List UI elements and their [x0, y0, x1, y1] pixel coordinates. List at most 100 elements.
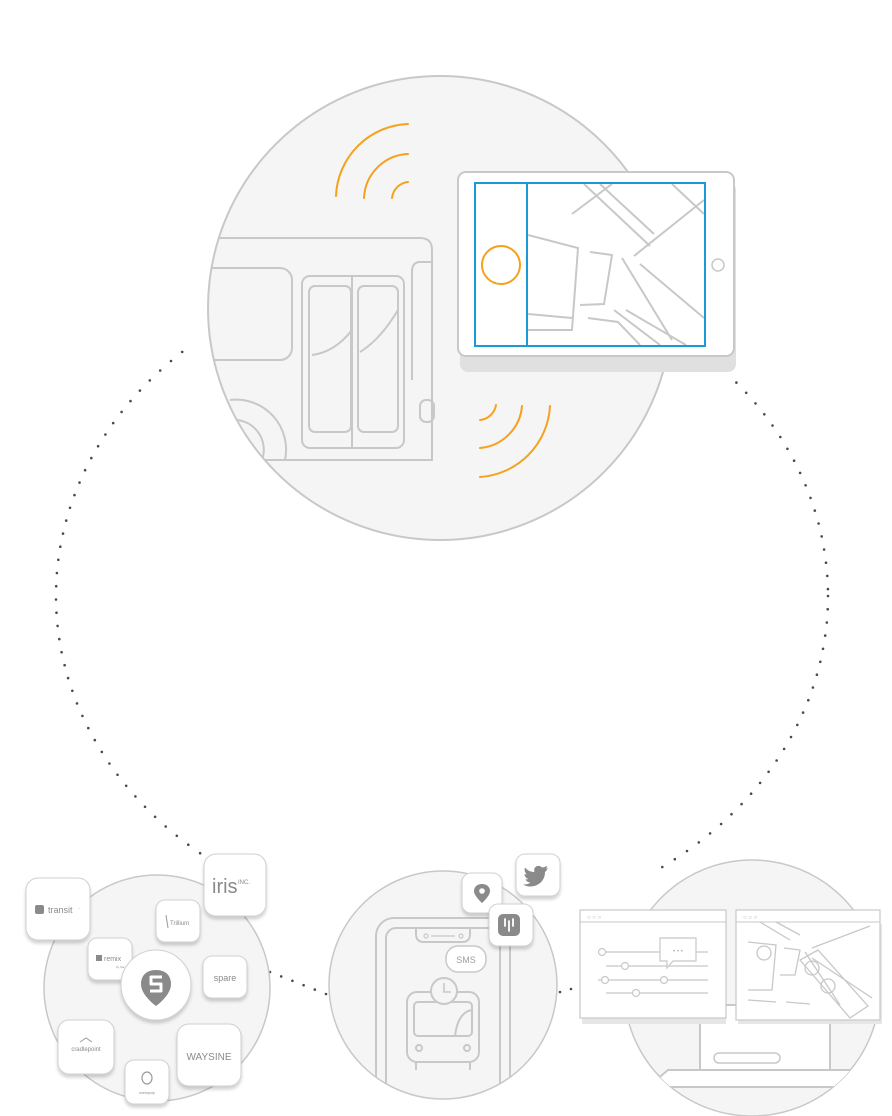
partner-label-iris-inc: INC. — [238, 880, 250, 886]
partner-tile-trillium: Trillium — [155, 899, 201, 943]
connector-dot — [815, 673, 819, 676]
connector-dot — [767, 770, 770, 774]
partner-label-iris: iris — [212, 876, 238, 898]
chat-bubble: • • • — [659, 937, 697, 970]
connector-dot — [558, 990, 562, 994]
vehicle-location-marker — [481, 245, 521, 285]
connector-dot — [60, 650, 63, 654]
connector-dot — [291, 979, 294, 983]
connector-dot — [90, 456, 93, 460]
connector-dot — [809, 496, 812, 500]
operations-dashboard-scene: ○ ○ ○ • • • ○ ○ ○ — [579, 859, 882, 1116]
connector-dot — [75, 702, 79, 705]
connector-dot — [819, 660, 822, 664]
connector-dot — [129, 399, 132, 403]
connector-dot — [56, 624, 59, 628]
connector-dot — [54, 584, 58, 588]
connector-dot — [782, 747, 786, 751]
connector-dot — [789, 735, 793, 739]
connector-dot — [792, 459, 796, 463]
partner-tile-lorem: lorempurp — [124, 1059, 170, 1105]
partner-integrations: transit · iris INC. Trillium remix by Vi… — [25, 853, 271, 1105]
connector-dot — [569, 987, 573, 991]
window-controls-map: ○ ○ ○ — [743, 915, 758, 921]
twitter-tile — [515, 853, 561, 897]
connector-dot — [96, 444, 100, 448]
connector-dot — [708, 832, 712, 835]
schedule-window: ○ ○ ○ • • • — [579, 909, 727, 1024]
partner-label-remix-sub: by Via — [116, 965, 125, 969]
connector-dot — [66, 676, 70, 680]
clock-icon — [430, 977, 458, 1005]
connector-dot — [108, 762, 111, 765]
connector-dot — [786, 447, 789, 451]
transit-app-tile — [488, 903, 534, 947]
connector-dot — [749, 792, 753, 795]
connector-dot — [180, 350, 184, 354]
connector-dot — [826, 607, 829, 611]
swiftly-logo-icon — [141, 970, 171, 1006]
partner-label-cradlepoint: cradlepoint — [71, 1047, 101, 1053]
connector-dot — [57, 558, 60, 562]
connector-dot — [697, 841, 701, 844]
connector-dot — [807, 698, 810, 702]
connector-dot — [169, 359, 173, 363]
partner-label-waysine: WAYSINE — [186, 1052, 231, 1063]
vehicle-tracking-scene — [207, 75, 736, 541]
connector-dot — [116, 773, 119, 777]
pin-tile — [461, 872, 503, 914]
connector-dot — [73, 493, 76, 497]
partner-tile-cradlepoint: cradlepoint — [57, 1019, 115, 1075]
connector-dot — [54, 598, 58, 601]
connector-dot — [87, 726, 90, 730]
connector-dot — [302, 983, 305, 987]
connector-dot — [823, 634, 827, 637]
sms-label: SMS — [456, 955, 476, 965]
connector-dot — [279, 975, 283, 978]
connector-dot — [826, 587, 830, 591]
connector-dot — [58, 637, 61, 641]
connector-dot — [61, 532, 65, 535]
connector-dot — [120, 410, 123, 414]
sms-bubble: SMS — [445, 945, 487, 973]
connector-dot — [813, 509, 817, 512]
connector-dot — [740, 802, 743, 806]
connector-dot — [673, 857, 677, 861]
dashboard-map-streets — [747, 921, 873, 1006]
connector-dot — [804, 484, 807, 487]
connector-dot — [100, 750, 104, 754]
connector-dot — [158, 369, 162, 372]
connector-dot — [801, 711, 805, 714]
connector-dot — [719, 822, 723, 826]
connector-dot — [55, 571, 59, 575]
twitter-icon — [523, 865, 548, 887]
connector-dot — [63, 663, 66, 667]
connector-dot — [143, 805, 147, 809]
map-window: ○ ○ ○ — [735, 909, 882, 1024]
map-streets — [527, 183, 705, 346]
connector-dot — [754, 402, 757, 405]
connector-dot — [175, 834, 179, 838]
rider-phone-scene: SMS — [328, 853, 561, 1100]
connector-dot — [104, 433, 107, 436]
connector-dot — [826, 594, 830, 598]
connector-dot — [758, 781, 762, 785]
connector-dot — [134, 795, 137, 798]
connector-dot — [64, 519, 68, 522]
connector-dot — [821, 647, 825, 651]
partner-tile-spare: spare — [202, 955, 248, 999]
connector-dot — [779, 435, 782, 439]
partner-tile-waysine: WAYSINE — [176, 1023, 242, 1087]
connector-dot — [735, 381, 738, 384]
connector-dot — [148, 379, 152, 382]
connector-dot — [187, 843, 190, 846]
swiftly-hub — [120, 949, 192, 1021]
connector-dot — [68, 506, 72, 510]
laptop-illustration — [645, 1004, 880, 1088]
connector-dot — [661, 865, 664, 869]
dotted-connector-ring — [54, 350, 830, 871]
signal-waves — [335, 123, 551, 478]
connector-dot — [93, 738, 97, 742]
connector-dot — [824, 561, 828, 564]
connector-dot — [811, 686, 815, 689]
